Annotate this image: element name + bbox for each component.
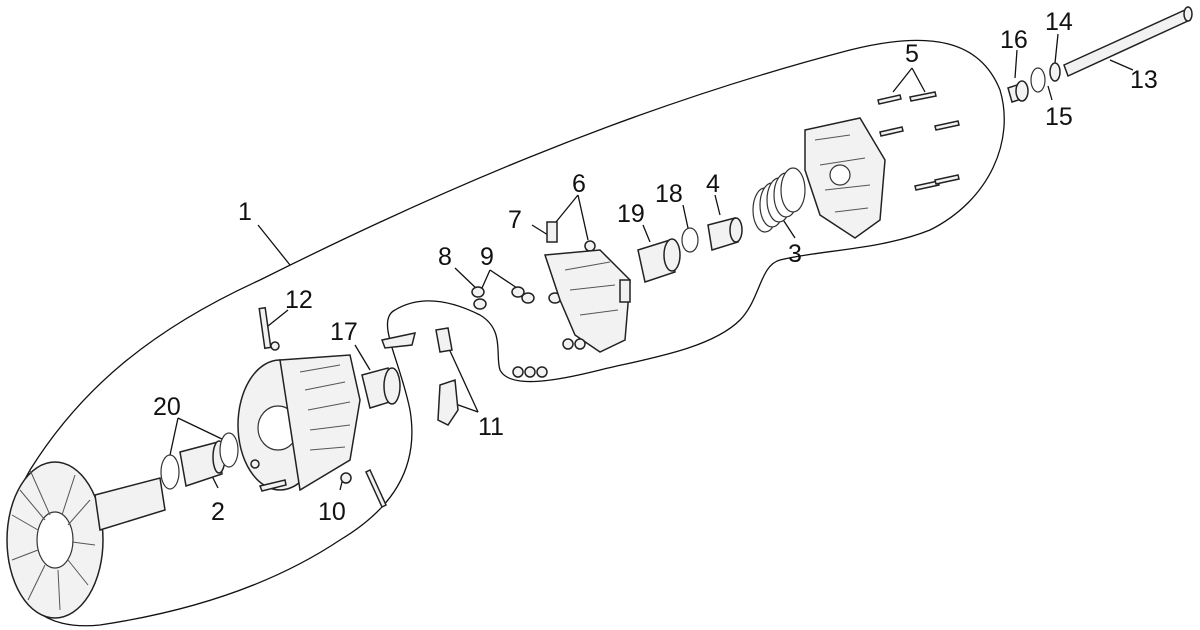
spider-part bbox=[543, 221, 631, 353]
callout-1: 1 bbox=[238, 198, 252, 226]
callout-16: 16 bbox=[1000, 26, 1028, 54]
bushing-17-part bbox=[361, 367, 401, 409]
callout-14: 14 bbox=[1045, 8, 1073, 36]
movable-sheave-part bbox=[237, 306, 387, 509]
callout-4: 4 bbox=[706, 170, 720, 198]
callout-8: 8 bbox=[438, 243, 452, 271]
fixed-sheave-part bbox=[6, 461, 166, 619]
callout-7: 7 bbox=[508, 206, 522, 234]
callout-9: 9 bbox=[480, 243, 494, 271]
bushing-seal-parts bbox=[160, 432, 239, 490]
callout-2: 2 bbox=[211, 498, 225, 526]
callout-20: 20 bbox=[153, 393, 181, 421]
callout-11: 11 bbox=[478, 413, 504, 441]
callout-6: 6 bbox=[572, 170, 586, 198]
callout-5: 5 bbox=[905, 40, 919, 68]
callout-labels: 1 2 3 4 5 6 7 8 9 10 11 12 13 14 15 16 1… bbox=[153, 8, 1158, 526]
cover-part bbox=[804, 117, 886, 239]
callout-12: 12 bbox=[285, 286, 313, 314]
shaft-hardware-part bbox=[1007, 6, 1193, 103]
callout-10: 10 bbox=[318, 498, 346, 526]
bolts-part bbox=[877, 91, 960, 191]
spring-part bbox=[752, 167, 806, 233]
rollers-part bbox=[471, 286, 562, 378]
callout-18: 18 bbox=[655, 180, 683, 208]
callout-3: 3 bbox=[788, 240, 802, 268]
bushings-19-18-4-part bbox=[637, 217, 743, 283]
callout-15: 15 bbox=[1045, 103, 1073, 131]
callout-17: 17 bbox=[330, 318, 358, 346]
callout-13: 13 bbox=[1130, 66, 1158, 94]
weights-part bbox=[380, 327, 459, 426]
assembly-outline bbox=[9, 39, 1005, 627]
callout-19: 19 bbox=[617, 200, 645, 228]
